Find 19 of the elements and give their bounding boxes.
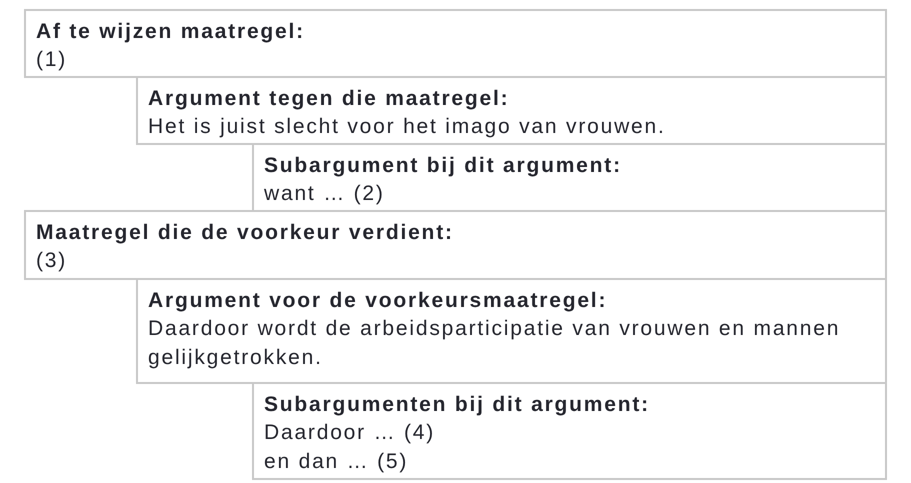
text-panel xyxy=(136,278,887,384)
text-panel xyxy=(24,210,887,280)
text-panel xyxy=(252,143,887,212)
text-panel xyxy=(24,9,887,78)
panel-heading: Af te wijzen maatregel: xyxy=(36,19,305,45)
panel-text: (1) xyxy=(36,47,68,73)
panel-heading: Subargumenten bij dit argument: xyxy=(264,392,650,418)
panel-heading: Argument voor de voorkeursmaatregel: xyxy=(148,288,608,314)
panel-text: (3) xyxy=(36,248,68,274)
panel-text: want … (2) xyxy=(264,181,385,207)
panel-heading: Maatregel die de voorkeur verdient: xyxy=(36,220,454,246)
text-panel xyxy=(252,382,887,480)
panel-heading: Subargument bij dit argument: xyxy=(264,153,622,179)
panel-heading: Argument tegen die maatregel: xyxy=(148,86,510,112)
text-panel xyxy=(136,76,887,145)
panel-text: en dan … (5) xyxy=(264,449,408,475)
panel-text: Daardoor wordt de arbeidsparticipatie van vrouwen en mannen gelijkgetrokken. xyxy=(148,316,842,371)
panel-text: Het is juist slecht voor het imago van vrouwen. xyxy=(148,114,666,140)
panel-text: Daardoor … (4) xyxy=(264,420,436,446)
